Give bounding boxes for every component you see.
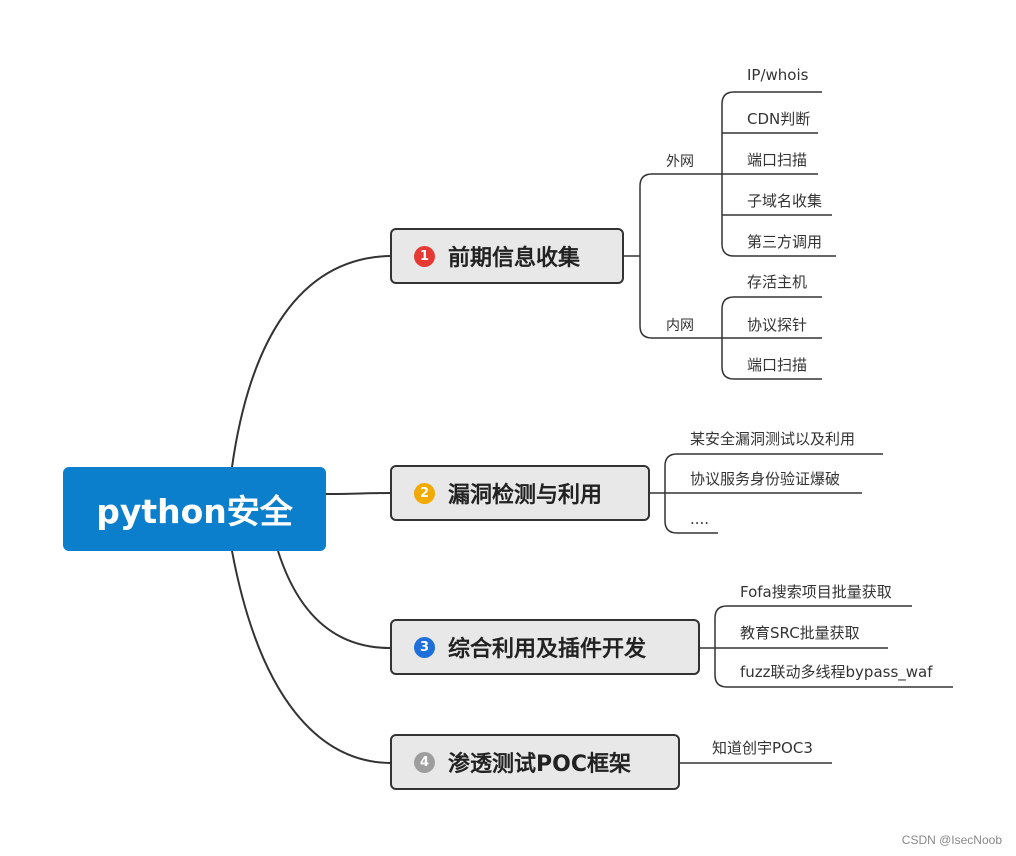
leaf-port-scan-external[interactable]: 端口扫描 [747,151,808,169]
root-label: python安全 [96,492,293,531]
group-internal-network[interactable]: 内网 [666,318,694,334]
leaf-fofa-batch[interactable]: Fofa搜索项目批量获取 [740,583,892,601]
number-1-icon: 1 [414,245,435,267]
connector-group-external [721,91,836,257]
branch-label: 前期信息收集 [448,246,581,271]
branch-label: 漏洞检测与利用 [448,483,603,508]
leaf-poc3[interactable]: 知道创宇POC3 [712,739,813,757]
leaf-third-party-call[interactable]: 第三方调用 [747,233,823,251]
number-3-icon: 3 [414,636,435,658]
leaf-protocol-probe[interactable]: 协议探针 [747,316,808,334]
root-node[interactable]: python安全 [63,467,326,551]
connector-root-branch-2 [325,492,391,495]
branch-node-poc-framework[interactable]: 4 渗透测试POC框架 [390,734,680,790]
connector-branch-3-leaves [700,605,953,688]
connector-group-internal [721,296,822,380]
branch-node-plugin-dev[interactable]: 3 综合利用及插件开发 [390,619,700,675]
leaf-cdn-check[interactable]: CDN判断 [747,110,811,128]
leaf-ellipsis[interactable]: .... [690,510,710,528]
connector-branch-2-leaves [650,453,883,534]
leaf-ip-whois[interactable]: IP/whois [747,66,809,84]
leaf-edu-src-batch[interactable]: 教育SRC批量获取 [740,624,860,642]
leaf-subdomain-collection[interactable]: 子域名收集 [747,192,823,210]
connector-root-branch-3 [277,550,391,649]
watermark-text: CSDN @IsecNoob [901,833,1002,847]
connector-root-branch-1 [231,255,391,468]
leaf-auth-bruteforce[interactable]: 协议服务身份验证爆破 [690,470,841,488]
branch-node-info-gathering[interactable]: 1 前期信息收集 [390,228,624,284]
number-4-icon: 4 [414,751,435,773]
connector-branch-1-groups [624,173,722,339]
branch-label: 渗透测试POC框架 [448,752,631,777]
leaf-fuzz-bypass-waf[interactable]: fuzz联动多线程bypass_waf [740,663,933,681]
number-2-icon: 2 [414,482,435,504]
leaf-port-scan-internal[interactable]: 端口扫描 [747,356,808,374]
connector-root-branch-4 [231,550,391,764]
leaf-vuln-test-exploit[interactable]: 某安全漏洞测试以及利用 [690,430,856,448]
branch-node-vuln-detection[interactable]: 2 漏洞检测与利用 [390,465,650,521]
group-external-network[interactable]: 外网 [666,154,694,170]
branch-label: 综合利用及插件开发 [448,637,647,662]
leaf-live-hosts[interactable]: 存活主机 [747,273,808,291]
